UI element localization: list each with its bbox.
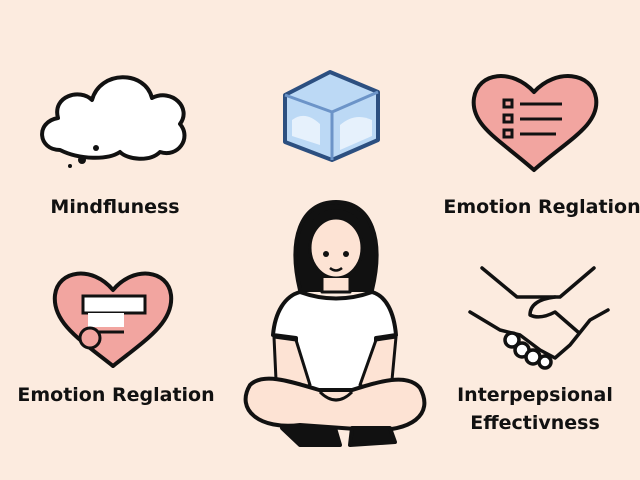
label-emotion-regulation-bottom: Emotion Reglation bbox=[17, 384, 215, 406]
thought-cloud-icon bbox=[40, 75, 187, 168]
seated-person-illustration bbox=[243, 200, 427, 447]
heart-list-icon bbox=[471, 74, 599, 172]
handshake-icon bbox=[468, 266, 610, 370]
label-emotion-regulation-top: Emotion Reglation bbox=[443, 196, 640, 218]
ice-cube-icon bbox=[283, 70, 380, 162]
heart-note-icon bbox=[52, 271, 174, 368]
label-mindfulness: Mindfluness bbox=[50, 196, 180, 218]
label-effectiveness: Effectivness bbox=[470, 412, 600, 434]
label-interpersonal: Interpepsional bbox=[457, 384, 613, 406]
